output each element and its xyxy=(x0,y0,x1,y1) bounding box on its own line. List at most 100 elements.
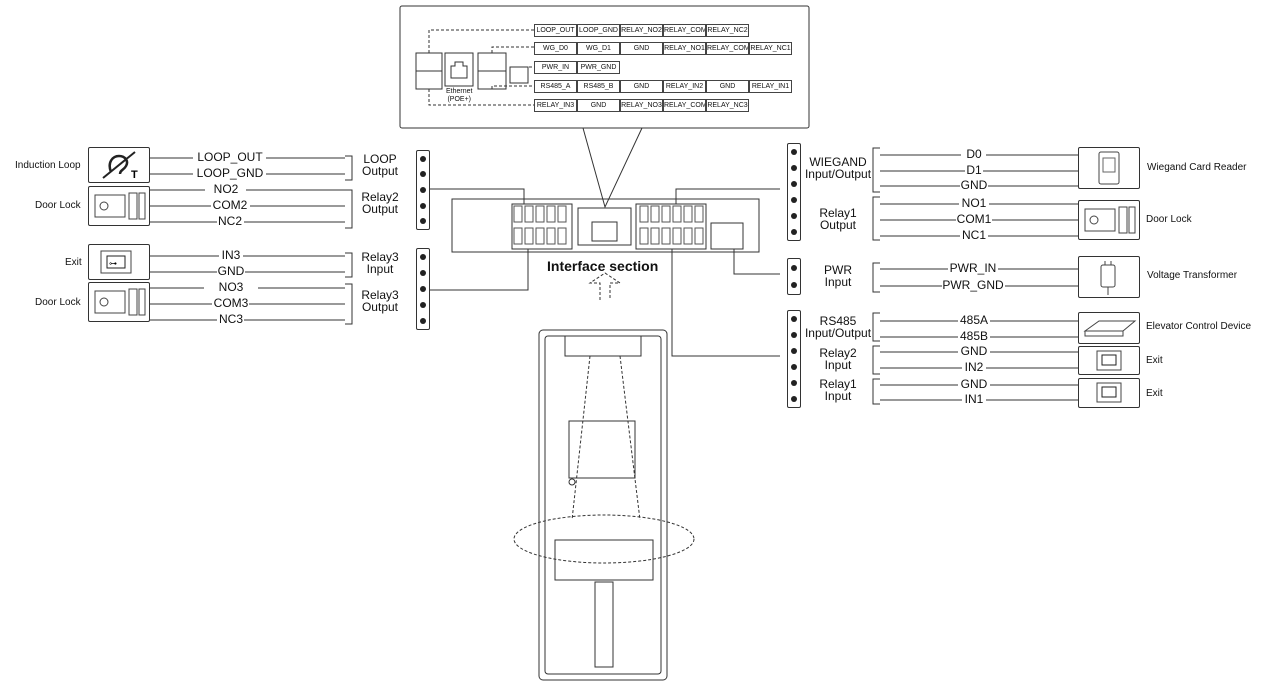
pinout-callout-frame xyxy=(399,5,810,129)
pin-label: LOOP_OUT xyxy=(197,150,263,164)
panel-terminal-slot xyxy=(694,205,704,223)
pinout-cell: GND xyxy=(706,80,749,93)
pinout-cell: GND xyxy=(620,80,663,93)
pinout-cell: PWR_IN xyxy=(534,61,577,74)
pin-label: COM3 xyxy=(213,296,249,310)
exit-button-icon xyxy=(1078,346,1140,375)
device-label: Elevator Control Device xyxy=(1146,321,1252,332)
pin-label: GND xyxy=(960,344,988,358)
device-label: Exit xyxy=(1146,388,1163,399)
door-lock-icon xyxy=(88,186,150,226)
panel-terminal-slot xyxy=(661,205,671,223)
panel-terminal-slot xyxy=(546,227,556,245)
device-label: Door Lock xyxy=(35,297,81,308)
pinout-cell: RELAY_COM1 xyxy=(706,42,749,55)
pin-label: 485A xyxy=(959,313,989,327)
panel-terminal-slot xyxy=(524,227,534,245)
pinout-cell: GND xyxy=(577,99,620,112)
device-label: Voltage Transformer xyxy=(1147,270,1238,281)
device-label: Wiegand Card Reader xyxy=(1147,162,1247,173)
interface-section-title: Interface section xyxy=(547,258,659,274)
left-terminal-block-top xyxy=(416,150,430,230)
pinout-cell: WG_D0 xyxy=(534,42,577,55)
pinout-cell: RELAY_IN3 xyxy=(534,99,577,112)
panel-terminal-slot xyxy=(650,205,660,223)
panel-terminal-slot xyxy=(683,227,693,245)
pinout-cell: RELAY_COM2 xyxy=(663,24,706,37)
device-label: Door Lock xyxy=(35,200,81,211)
panel-terminal-slot xyxy=(639,227,649,245)
panel-terminal-slot xyxy=(650,227,660,245)
pin-label: COM2 xyxy=(212,198,248,212)
pinout-cell: RELAY_COM3 xyxy=(663,99,706,112)
pin-label: COM1 xyxy=(956,212,992,226)
pin-label: NC1 xyxy=(961,228,987,242)
panel-terminal-slot xyxy=(672,205,682,223)
pinout-cell: LOOP_GND xyxy=(577,24,620,37)
pin-label: LOOP_GND xyxy=(196,166,264,180)
pinout-cell: RELAY_NO2 xyxy=(620,24,663,37)
device-label: Exit xyxy=(1146,355,1163,366)
svg-text:T: T xyxy=(131,169,138,181)
pin-label: NO2 xyxy=(213,182,239,196)
pinout-cell: RELAY_NC1 xyxy=(749,42,792,55)
intercom-back-panel xyxy=(538,329,668,681)
right-terminal-block-bottom xyxy=(787,310,801,408)
pinout-cell: RS485_B xyxy=(577,80,620,93)
pinout-cell: RELAY_NO1 xyxy=(663,42,706,55)
pin-label: GND xyxy=(960,377,988,391)
pin-label: PWR_IN xyxy=(949,261,997,275)
panel-terminal-slot xyxy=(661,227,671,245)
pinout-cell: PWR_GND xyxy=(577,61,620,74)
pin-label: NO1 xyxy=(961,196,987,210)
svg-text:⊶: ⊶ xyxy=(109,259,117,268)
device-label: Door Lock xyxy=(1146,214,1192,225)
elevator-controller-icon xyxy=(1078,312,1140,344)
pin-label: IN2 xyxy=(964,360,984,374)
panel-terminal-slot xyxy=(535,205,545,223)
panel-terminal-slot xyxy=(694,227,704,245)
pin-label: GND xyxy=(960,178,988,192)
pin-label: IN3 xyxy=(221,248,241,262)
pinout-cell: WG_D1 xyxy=(577,42,620,55)
exit-button-icon xyxy=(1078,378,1140,408)
right-terminal-block-top xyxy=(787,143,801,241)
door-lock-icon xyxy=(88,282,150,322)
device-label: Exit xyxy=(65,257,82,268)
panel-terminal-slot xyxy=(535,227,545,245)
pinout-cell: RELAY_NC3 xyxy=(706,99,749,112)
pin-label: IN1 xyxy=(964,392,984,406)
pinout-cell: LOOP_OUT xyxy=(534,24,577,37)
panel-terminal-slot xyxy=(557,205,567,223)
pinout-cell: RS485_A xyxy=(534,80,577,93)
pin-label: NO3 xyxy=(218,280,244,294)
left-terminal-block-bottom xyxy=(416,248,430,330)
door-lock-icon xyxy=(1078,200,1140,240)
pinout-cell: RELAY_NO3 xyxy=(620,99,663,112)
panel-terminal-slot xyxy=(557,227,567,245)
panel-terminal-slot xyxy=(683,205,693,223)
panel-terminal-slot xyxy=(513,227,523,245)
pinout-cell: RELAY_IN2 xyxy=(663,80,706,93)
pinout-cell: RELAY_IN1 xyxy=(749,80,792,93)
pin-label: D1 xyxy=(966,163,982,177)
panel-terminal-slot xyxy=(524,205,534,223)
induction-loop-icon: T xyxy=(88,147,150,183)
pin-label: NC2 xyxy=(217,214,243,228)
exit-button-icon: ⊶ xyxy=(88,244,150,280)
card-reader-icon xyxy=(1078,147,1140,189)
pin-label: PWR_GND xyxy=(942,278,1004,292)
right-terminal-block-pwr xyxy=(787,258,801,295)
panel-terminal-slot xyxy=(672,227,682,245)
